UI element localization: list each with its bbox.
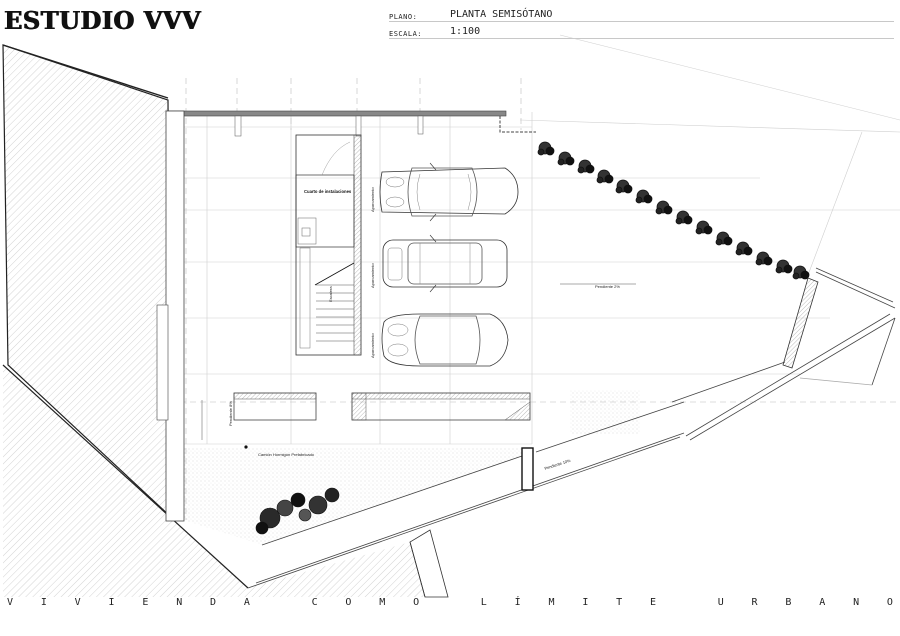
camion-label: Camión Hormigón Prefabricado <box>258 452 315 457</box>
footer-letter: I <box>582 597 589 608</box>
plano-label: PLANO: <box>389 13 418 21</box>
aparcamiento-label-2: Aparcamiento <box>370 263 375 288</box>
footer-letter: E <box>142 597 149 608</box>
ramp-gate-post <box>521 447 534 491</box>
west-wall <box>165 110 185 522</box>
footer-letter <box>440 597 460 615</box>
car-3 <box>381 313 509 367</box>
footer-letter: O <box>413 597 420 608</box>
footer-letter: N <box>853 597 860 608</box>
cuarto-instalaciones-label: Cuarto de instalaciones <box>304 189 352 194</box>
footer-letter: T <box>616 597 623 608</box>
ramp-edges <box>247 267 896 589</box>
footer-letter <box>677 597 697 615</box>
footer-letter: A <box>819 597 826 608</box>
footer-letter: V <box>6 597 14 608</box>
footer-letter: O <box>345 597 352 608</box>
footer-letter: N <box>176 597 183 608</box>
tree-row <box>537 141 810 280</box>
escala-label: ESCALA: <box>389 30 423 38</box>
footer-letter: A <box>243 597 250 608</box>
footer-letter: R <box>751 597 758 608</box>
footer-letter: O <box>886 597 893 608</box>
studio-title: ESTUDIO VVV <box>4 6 202 35</box>
escalera-label: Escalera <box>328 286 333 302</box>
footer-letter: V <box>74 597 81 608</box>
footer-motto: V I V I E N D A C O M O L Í M I T E U R … <box>0 597 900 615</box>
footer-letter: M <box>548 597 555 608</box>
shrub-cluster <box>255 487 340 535</box>
north-wall <box>165 110 507 117</box>
pendiente-label-1: Pendiente 2% <box>595 284 620 289</box>
pendiente-label-3: Pendiente 10% <box>544 458 572 471</box>
footer-letter <box>271 597 291 615</box>
plano-value: PLANTA SEMISÓTANO <box>450 9 553 20</box>
aparcamiento-label-3: Aparcamiento <box>370 333 375 358</box>
car-1 <box>379 162 519 222</box>
footer-letter: U <box>717 597 724 608</box>
retaining-wall-east <box>782 277 819 369</box>
footer-letter: E <box>650 597 657 608</box>
footer-letter: I <box>108 597 115 608</box>
escala-rule <box>389 38 894 39</box>
escala-value: 1:100 <box>450 26 481 37</box>
plano-rule <box>389 21 894 22</box>
footer-letter: C <box>311 597 318 608</box>
hatched-terrain-lower <box>3 365 425 597</box>
grid-lines <box>184 34 900 445</box>
footer-letter: D <box>210 597 217 608</box>
pendiente-label-2: Pendiente 8% <box>228 401 233 426</box>
footer-letter: M <box>379 597 386 608</box>
footer-letter: L <box>480 597 487 608</box>
footer-letter: Í <box>514 597 521 608</box>
car-2 <box>382 234 508 293</box>
footer-letter: I <box>40 597 47 608</box>
aparcamiento-label-1: Aparcamiento <box>370 187 375 212</box>
stair-core <box>295 134 362 356</box>
footer-letter: B <box>785 597 792 608</box>
paved-area <box>184 448 522 545</box>
